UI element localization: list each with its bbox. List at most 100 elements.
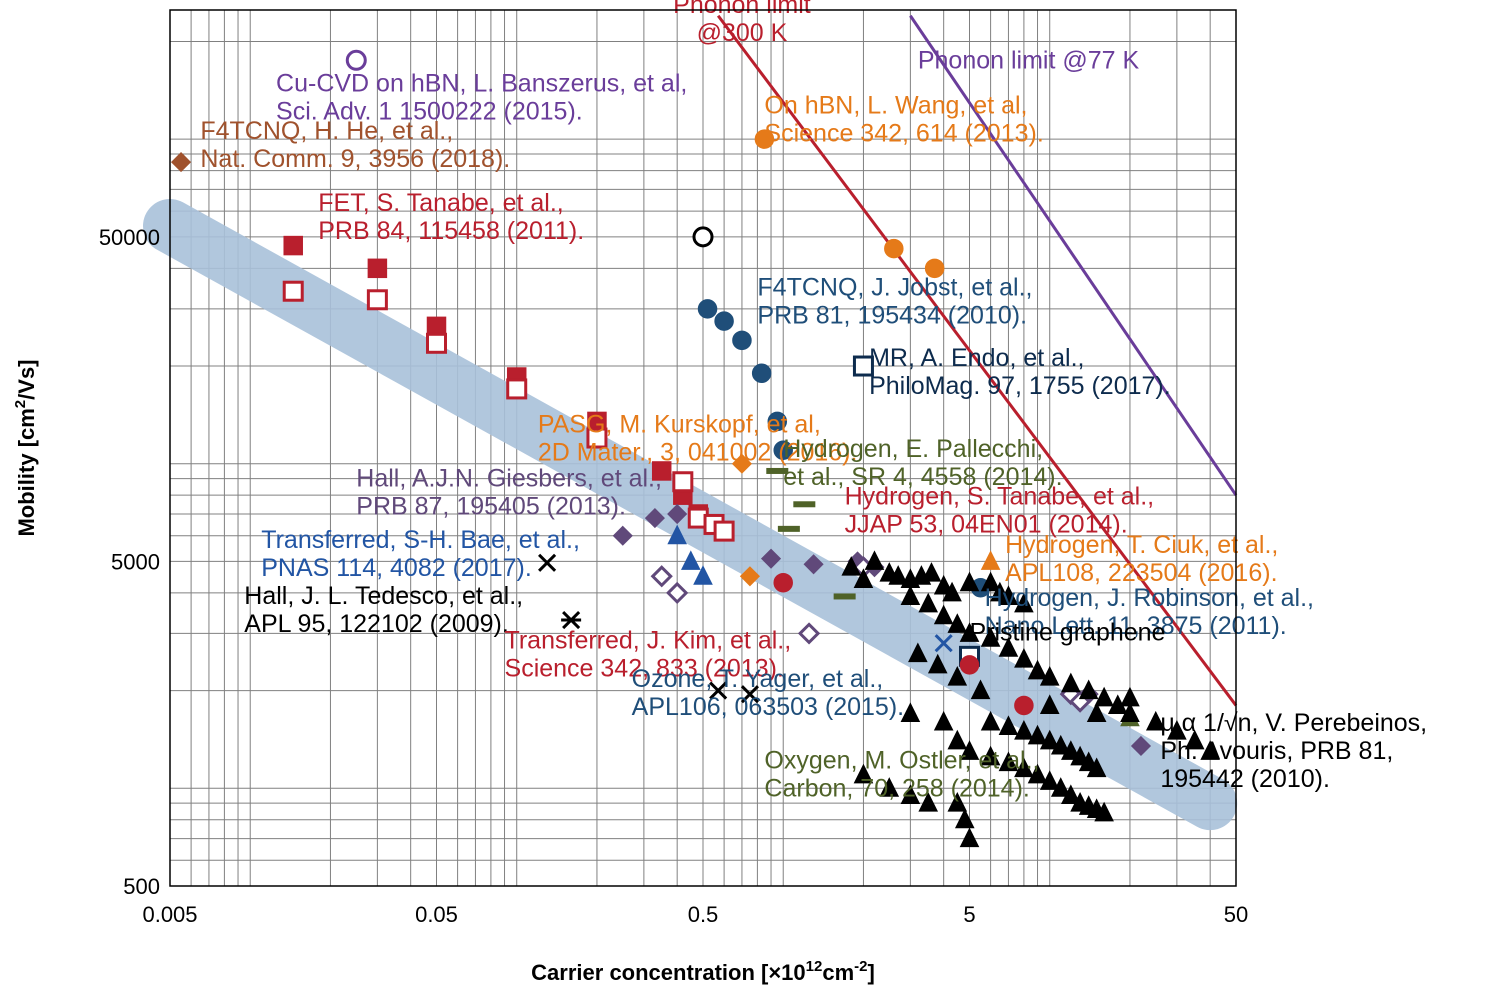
data-point-series-10 [1014, 695, 1034, 716]
annotation-2: Cu-CVD on hBN, L. Banszerus, et al,Sci. … [276, 70, 687, 126]
annotation-14: Hall, J. L. Tedesco, et al.,APL 95, 1221… [244, 582, 523, 638]
data-point-series-19 [933, 574, 954, 595]
data-point-series-8 [739, 566, 760, 587]
data-point-series-0 [283, 235, 303, 256]
data-point-series-11 [612, 525, 633, 546]
data-point-series-12 [666, 581, 689, 605]
data-point-series-19 [1039, 694, 1060, 714]
data-point-series-1 [506, 378, 528, 400]
data-point-series-19 [933, 604, 954, 625]
data-point-series-19 [853, 763, 874, 784]
data-point-series-16 [561, 610, 582, 630]
phonon-limit-lines [716, 14, 1238, 707]
data-point-series-19 [1039, 666, 1060, 686]
data-point-series-19 [954, 808, 975, 829]
annotation-6: F4TCNQ, J. Jobst, et al.,PRB 81, 195434 … [757, 273, 1032, 329]
annotation-18: Ozone, T. Yager, et al.,APL106, 063503 (… [632, 665, 904, 721]
y-tick-label: 500 [123, 874, 160, 899]
data-point-series-19 [900, 702, 921, 722]
data-point-series-19 [980, 627, 1001, 647]
data-point-series-11 [667, 503, 688, 525]
data-point-series-1 [713, 520, 735, 542]
data-point-series-19 [1014, 648, 1034, 668]
data-point-series-19 [959, 827, 980, 848]
data-point-series-19 [970, 679, 991, 700]
data-point-series-12 [650, 565, 673, 588]
data-point-series-19 [959, 622, 980, 642]
data-point-series-11 [760, 548, 782, 569]
data-point-series-19 [908, 642, 928, 663]
data-point-series-5 [924, 258, 945, 279]
data-point-series-19 [1014, 720, 1034, 740]
annotation-7: MR, A. Endo, et al.,PhiloMag. 97, 1755 (… [869, 344, 1171, 400]
data-point-series-19 [1200, 740, 1220, 760]
data-point-series-19 [1027, 659, 1048, 680]
data-point-series-19 [1061, 672, 1081, 693]
data-point-series-11 [803, 554, 824, 575]
annotation-8: PASG, M. Kurskopf, et al,2D Mater., 3, 0… [538, 410, 858, 466]
x-axis-title: Carrier concentration [×1012cm-2] [531, 958, 875, 985]
phonon-77K-line [909, 14, 1238, 497]
annotation-3: F4TCNQ, H. He, et al.,Nat. Comm. 9, 3956… [200, 117, 510, 173]
data-point-series-6 [714, 311, 734, 331]
data-point-series-19 [1094, 801, 1114, 822]
plot-frame [169, 9, 1237, 887]
data-point-series-17 [709, 681, 728, 700]
data-point-series-9 [777, 525, 800, 532]
data-point-series-19 [864, 550, 885, 570]
data-point-series-6 [697, 299, 718, 319]
data-point-series-19 [947, 729, 968, 750]
data-point-series-19 [841, 556, 862, 576]
data-point-series-0 [367, 258, 388, 279]
annotation-11: Hydrogen, S. Tanabe, et al.,JJAP 53, 04E… [845, 482, 1154, 538]
data-point-series-19 [1039, 729, 1060, 750]
x-tick-label: 0.005 [142, 902, 197, 927]
data-point-series-19 [888, 565, 908, 585]
data-point-series-19 [1184, 729, 1205, 750]
data-point-series-2 [345, 49, 367, 71]
data-point-series-11 [644, 508, 665, 529]
data-point-series-19 [942, 581, 962, 602]
data-point-series-19 [921, 562, 942, 582]
data-point-series-19 [980, 571, 1001, 592]
data-point-series-17 [740, 685, 759, 704]
annotation-1: Phonon limit @77 K [918, 47, 1140, 75]
data-point-series-1 [366, 289, 388, 311]
data-point-series-19 [998, 715, 1019, 736]
data-point-series-13 [680, 550, 701, 570]
data-point-series-6 [773, 440, 793, 461]
data-markers [170, 49, 1220, 848]
data-point-series-9 [833, 593, 856, 600]
x-tick-label: 0.05 [415, 902, 458, 927]
data-point-series-19 [853, 568, 874, 588]
annotation-12: Transferred, S-H. Bae, et al.,PNAS 114, … [261, 526, 580, 582]
y-tick-label: 50000 [99, 225, 160, 250]
data-point-series-19 [1120, 686, 1140, 707]
data-point-series-18 [934, 634, 953, 653]
data-point-series-19 [1145, 710, 1166, 731]
data-point-series-13 [693, 565, 713, 585]
data-point-series-1 [672, 471, 694, 493]
data-point-series-9 [793, 501, 816, 508]
data-point-series-6 [767, 411, 788, 432]
data-point-series-19 [980, 710, 1001, 731]
data-point-series-19 [998, 751, 1019, 772]
annotation-13: Hydrogen, T. Ciuk, et al.,APL108, 223504… [1005, 531, 1278, 587]
data-point-series-5 [884, 238, 904, 259]
data-point-series-19 [1086, 757, 1107, 778]
data-point-series-19 [1014, 757, 1034, 778]
data-point-series-19 [947, 792, 968, 812]
data-point-series-14 [980, 550, 1001, 570]
data-point-series-19 [933, 710, 954, 731]
data-point-series-19 [1014, 592, 1034, 613]
annotation-20: Oxygen, M. Ostler, et al.,Carbon, 70, 25… [764, 747, 1039, 803]
annotation-16: Transferred, J. Kim, et al.,Science 342,… [505, 626, 792, 682]
data-point-series-19 [1050, 777, 1071, 797]
data-point-series-19 [1078, 679, 1099, 700]
data-point-series-11 [1130, 735, 1152, 757]
data-point-series-19 [959, 571, 980, 592]
data-point-series-19 [927, 653, 948, 674]
data-point-series-19 [947, 613, 968, 633]
